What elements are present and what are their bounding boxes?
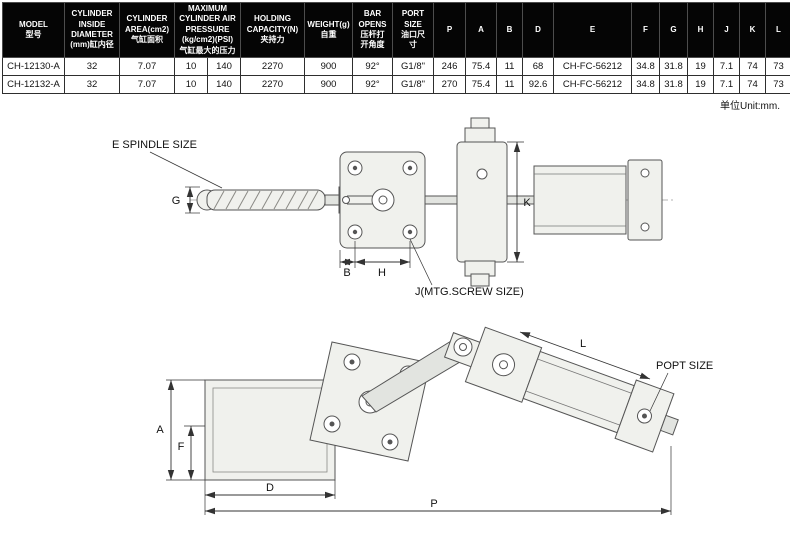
table-cell: 32 — [64, 56, 120, 76]
top-drawing: E SPINDLE SIZE G K B H J(MTG.SCREW SIZE) — [112, 117, 675, 298]
table-cell: 140 — [207, 74, 241, 94]
table-cell: 10 — [174, 74, 208, 94]
col-header-port-size: PORT SIZE 油口尺 寸 — [392, 2, 434, 58]
table-row: CH-12130-A 32 7.07 10 140 2270 900 92° G… — [2, 56, 790, 76]
dim-a-label: A — [156, 424, 164, 436]
port-fitting — [636, 408, 679, 436]
col-header-a: A — [465, 2, 497, 58]
table-cell: 74 — [739, 74, 766, 94]
table-cell: G1/8" — [392, 74, 434, 94]
spindle-leader-line — [149, 151, 223, 189]
table-cell: 19 — [687, 74, 714, 94]
dim-k: K — [507, 141, 531, 263]
table-cell: 270 — [433, 74, 466, 94]
port-leader-line — [649, 372, 669, 412]
col-header-area: CYLINDER AREA(cm2) 气缸面积 — [119, 2, 175, 58]
dim-d-label: D — [266, 482, 274, 494]
table-cell: 32 — [64, 74, 120, 94]
table-cell: 2270 — [240, 56, 305, 76]
table-cell: 73 — [765, 56, 790, 76]
table-cell: 2270 — [240, 74, 305, 94]
col-header-holding: HOLDING CAPACITY(N) 夹持力 — [240, 2, 305, 58]
spec-table: MODEL 型号 CYLINDER INSIDE DIAMETER (mm)缸内… — [2, 2, 790, 94]
piston-rod — [424, 195, 460, 205]
table-cell: 140 — [207, 56, 241, 76]
table-cell: 7.07 — [119, 74, 175, 94]
handle-grip-hatch — [213, 190, 319, 210]
table-cell: 900 — [304, 56, 353, 76]
dim-k-label: K — [523, 197, 531, 209]
table-cell: 73 — [765, 74, 790, 94]
table-cell: 34.8 — [631, 56, 660, 76]
dim-d: D — [204, 479, 336, 515]
table-cell: 900 — [304, 74, 353, 94]
table-cell: 34.8 — [631, 74, 660, 94]
screw-leader-line — [409, 238, 433, 286]
mounting-plate — [339, 151, 426, 249]
dim-l-label: L — [580, 338, 586, 350]
table-cell: 92° — [352, 56, 393, 76]
dim-g: G — [172, 186, 200, 214]
table-cell: 7.1 — [713, 74, 740, 94]
spindle-size-label: E SPINDLE SIZE — [112, 139, 197, 151]
dim-l: L — [519, 331, 651, 380]
table-cell: CH-12130-A — [2, 56, 65, 76]
table-cell: 11 — [496, 74, 523, 94]
dim-h-label: H — [378, 267, 386, 279]
col-header-f: F — [631, 2, 660, 58]
toggle-pivot-center — [459, 342, 467, 351]
table-cell: 75.4 — [465, 74, 497, 94]
unit-note: 单位Unit:mm. — [720, 100, 780, 112]
table-cell: CH-FC-56212 — [553, 56, 632, 76]
dim-f-label: F — [178, 441, 185, 453]
table-cell: 7.07 — [119, 56, 175, 76]
table-cell: 10 — [174, 56, 208, 76]
col-header-weight: WEIGHT(g) 自重 — [304, 2, 353, 58]
port-size-label: POPT SIZE — [656, 360, 713, 372]
mtg-screw-label: J(MTG.SCREW SIZE) — [415, 286, 524, 298]
col-header-d: D — [522, 2, 554, 58]
table-cell: 31.8 — [659, 56, 688, 76]
air-cylinder-angled — [443, 326, 679, 453]
dim-a: A — [156, 379, 205, 481]
air-cylinder — [506, 159, 663, 241]
col-header-bar-opens: BAR OPENS 压杆打 开角度 — [352, 2, 393, 58]
table-cell: 31.8 — [659, 74, 688, 94]
dim-b-label: B — [343, 267, 350, 279]
table-cell: 7.1 — [713, 56, 740, 76]
spindle-handle — [196, 186, 355, 214]
col-header-l: L — [765, 2, 790, 58]
col-header-inside-diameter: CYLINDER INSIDE DIAMETER (mm)缸内径 — [64, 2, 120, 58]
col-header-max-pressure: MAXIMUM CYLINDER AIR PRESSURE (kg/cm2)(P… — [174, 2, 241, 58]
table-cell: 11 — [496, 56, 523, 76]
dim-g-label: G — [172, 195, 181, 207]
table-cell: 74 — [739, 56, 766, 76]
col-header-g: G — [659, 2, 688, 58]
table-cell: CH-FC-56212 — [553, 74, 632, 94]
dim-p-label: P — [430, 498, 437, 510]
table-cell: 92.6 — [522, 74, 554, 94]
table-row: CH-12132-A 32 7.07 10 140 2270 900 92° G… — [2, 74, 790, 94]
col-header-h: H — [687, 2, 714, 58]
bottom-drawing: POPT SIZE L A F D P — [156, 326, 713, 515]
table-cell: 246 — [433, 56, 466, 76]
dim-p: P — [205, 445, 672, 515]
col-header-b: B — [496, 2, 523, 58]
col-header-e: E — [553, 2, 632, 58]
col-header-j: J — [713, 2, 740, 58]
table-header-row: MODEL 型号 CYLINDER INSIDE DIAMETER (mm)缸内… — [2, 2, 790, 58]
table-cell: 68 — [522, 56, 554, 76]
cylinder-bracket — [456, 117, 508, 287]
col-header-k: K — [739, 2, 766, 58]
table-cell: G1/8" — [392, 56, 434, 76]
table-cell: 75.4 — [465, 56, 497, 76]
dim-b-h: B H — [339, 240, 411, 279]
table-cell: 92° — [352, 74, 393, 94]
table-cell: CH-12132-A — [2, 74, 65, 94]
col-header-p: P — [433, 2, 466, 58]
col-header-model: MODEL 型号 — [2, 2, 65, 58]
table-cell: 19 — [687, 56, 714, 76]
dim-f: F — [178, 425, 205, 480]
